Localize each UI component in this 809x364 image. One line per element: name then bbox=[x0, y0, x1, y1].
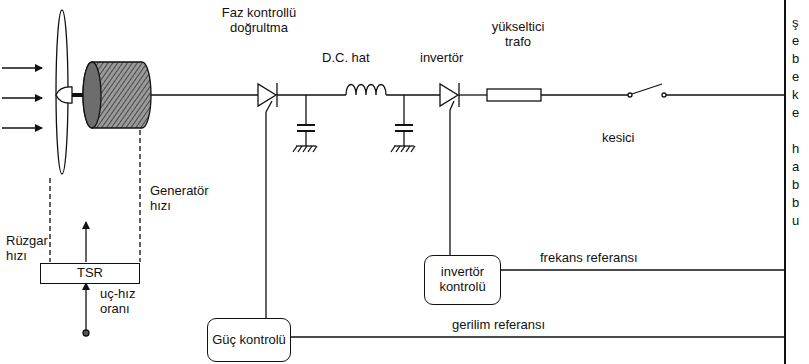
cut-off-letter: k bbox=[792, 88, 799, 103]
box-text: Güç kontrolü bbox=[212, 333, 286, 348]
signal-label: gerilim referansı bbox=[452, 318, 582, 333]
cut-off-letter: h bbox=[792, 142, 799, 157]
tsr-box: TSR bbox=[40, 263, 140, 284]
cut-off-letter: e bbox=[792, 34, 799, 49]
cut-off-letter: b bbox=[792, 178, 799, 193]
cut-off-letter: e bbox=[792, 106, 799, 121]
signal-label: Generatör hızı bbox=[150, 184, 220, 214]
part-label: invertör bbox=[420, 51, 490, 66]
signal-label: Rüzgar hızı bbox=[6, 234, 52, 264]
cut-off-letter: ş bbox=[792, 16, 799, 31]
box-text: invertör kontrolü bbox=[429, 265, 496, 295]
cut-off-letter: u bbox=[792, 214, 799, 229]
cut-off-letter: a bbox=[792, 160, 799, 175]
cut-off-letter: e bbox=[792, 70, 799, 85]
signal-label: uç-hız oranı bbox=[100, 287, 150, 317]
power-control-box: Güç kontrolü bbox=[207, 318, 291, 362]
cut-off-letter: b bbox=[792, 52, 799, 67]
part-label: D.C. hat bbox=[322, 51, 392, 66]
cut-off-letter: b bbox=[792, 196, 799, 211]
part-label: yükseltici trafo bbox=[480, 20, 556, 50]
part-label: Faz kontrollü doğrultma bbox=[218, 6, 300, 36]
box-text: TSR bbox=[77, 266, 103, 281]
part-label: kesici bbox=[602, 131, 662, 146]
inverter-control-box: invertör kontrolü bbox=[424, 255, 501, 305]
signal-label: frekans referansı bbox=[540, 251, 670, 266]
